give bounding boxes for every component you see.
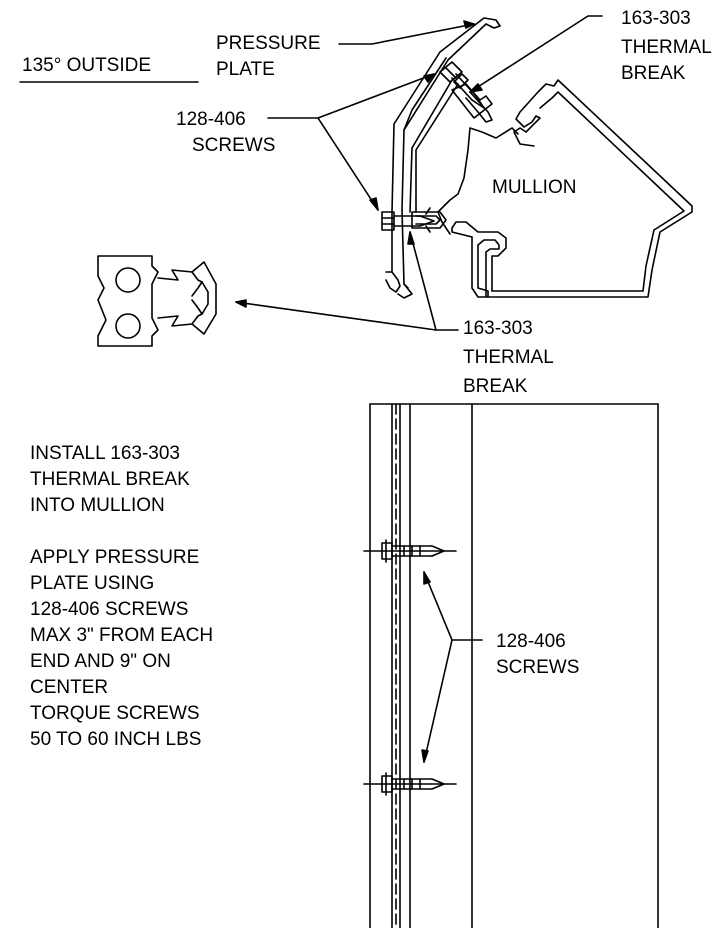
- elevation-screw-upper: [364, 540, 456, 562]
- leader-thermal-break-mid: [236, 232, 458, 330]
- install-note-line3: INTO MULLION: [30, 495, 165, 516]
- leader-pressure-plate: [339, 21, 474, 44]
- label-thermal-mid-line2: THERMAL: [463, 347, 554, 368]
- label-screws-bottom-line2: SCREWS: [496, 657, 580, 678]
- label-pressure-line1: PRESSURE: [216, 33, 321, 54]
- apply-note-line7: TORQUE SCREWS: [30, 703, 200, 724]
- label-screws-bottom-line1: 128-406: [496, 631, 566, 652]
- leader-thermal-break-top: [470, 16, 602, 92]
- thermal-break-detail: [98, 256, 216, 346]
- pressure-plate-profile: [386, 18, 500, 298]
- label-screws-top-line2: SCREWS: [192, 135, 276, 156]
- install-note-line1: INSTALL 163-303: [30, 443, 180, 464]
- angle-title: 135° OUTSIDE: [22, 55, 152, 76]
- apply-note-line5: END AND 9" ON: [30, 651, 171, 672]
- leader-screws-top: [268, 74, 434, 210]
- label-thermal-top-line2: THERMAL: [621, 37, 712, 58]
- apply-note-line8: 50 TO 60 INCH LBS: [30, 729, 202, 750]
- label-pressure-line2: PLATE: [216, 59, 275, 80]
- screw-section-lower: [382, 212, 434, 230]
- apply-note-line1: APPLY PRESSURE: [30, 547, 200, 568]
- elevation-screw-lower: [364, 773, 456, 795]
- label-screws-top-line1: 128-406: [176, 109, 246, 130]
- label-mullion: MULLION: [492, 177, 577, 198]
- label-thermal-top-line3: BREAK: [621, 63, 686, 84]
- install-note-line2: THERMAL BREAK: [30, 469, 190, 490]
- elevation-view: [370, 404, 658, 928]
- mullion-profile: [438, 80, 692, 297]
- label-thermal-mid-line1: 163-303: [463, 318, 533, 339]
- apply-note-line2: PLATE USING: [30, 573, 155, 594]
- apply-note-line6: CENTER: [30, 677, 109, 698]
- label-thermal-mid-line3: BREAK: [463, 376, 528, 397]
- apply-note-line3: 128-406 SCREWS: [30, 599, 189, 620]
- label-thermal-top-line1: 163-303: [621, 8, 691, 29]
- leader-screws-bottom: [422, 572, 482, 762]
- apply-note-line4: MAX 3" FROM EACH: [30, 625, 214, 646]
